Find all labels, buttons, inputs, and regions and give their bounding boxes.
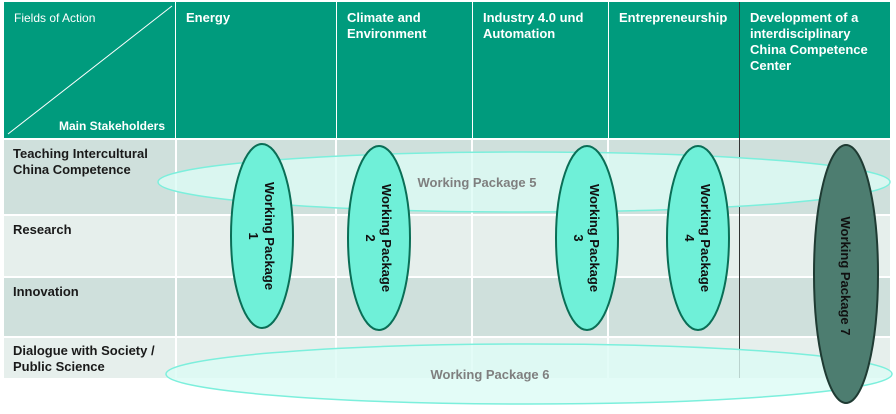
field-header-label: Development of a interdisciplinary China…	[750, 10, 868, 73]
field-header-label: Entrepreneurship	[619, 10, 728, 25]
column-divider	[335, 140, 337, 378]
wp3-ellipse	[555, 145, 619, 331]
header-divider	[608, 2, 609, 138]
field-header-label: Climate and Environment	[347, 10, 427, 41]
wp7-label: Working Package 7	[838, 217, 853, 336]
corner-header-cell: Fields of Action Main Stakeholders	[4, 2, 175, 138]
stakeholder-label: Innovation	[13, 284, 79, 299]
wp1-ellipse	[230, 143, 294, 329]
corner-diagonal-line	[7, 5, 173, 135]
header-divider	[472, 2, 473, 138]
column-divider	[175, 140, 177, 378]
wp3-label: Working Package	[587, 184, 602, 292]
wp4-number: 4	[682, 234, 697, 242]
wp7-ellipse	[813, 144, 879, 404]
field-header-label: Energy	[186, 10, 231, 25]
header-divider	[175, 2, 176, 138]
stakeholder-row-research: Research	[4, 216, 890, 276]
wp1-number: 1	[246, 232, 261, 239]
wp2-ellipse	[347, 145, 411, 331]
header-divider	[336, 2, 337, 138]
wp6-ellipse	[165, 343, 893, 405]
wp2-label: Working Package	[379, 184, 394, 292]
stakeholder-label: Research	[13, 222, 72, 237]
wp2-number: 2	[363, 234, 378, 241]
field-header-industry: Industry 4.0 und Automation	[473, 2, 608, 138]
wp1-label: Working Package	[262, 182, 277, 290]
field-header-energy: Energy	[176, 2, 336, 138]
stakeholder-row-innovation: Innovation	[4, 278, 890, 336]
stakeholder-label: Teaching Intercultural China Competence	[13, 146, 148, 177]
wp3-number: 3	[571, 234, 586, 241]
field-header-entrepreneurship: Entrepreneurship	[609, 2, 739, 138]
wp6-label: Working Package 6	[431, 367, 550, 382]
wp4-ellipse	[666, 145, 730, 331]
wp5-label: Working Package 5	[418, 175, 537, 190]
field-header-competence-center: Development of a interdisciplinary China…	[740, 2, 890, 138]
field-header-label: Industry 4.0 und Automation	[483, 10, 584, 41]
stakeholder-label: Dialogue with Society / Public Science	[13, 343, 155, 374]
wp4-label: Working Package	[698, 184, 713, 292]
fields-of-action-label: Fields of Action	[14, 11, 96, 25]
column-divider	[471, 140, 473, 378]
main-stakeholders-label: Main Stakeholders	[58, 119, 165, 133]
field-header-climate: Climate and Environment	[337, 2, 472, 138]
